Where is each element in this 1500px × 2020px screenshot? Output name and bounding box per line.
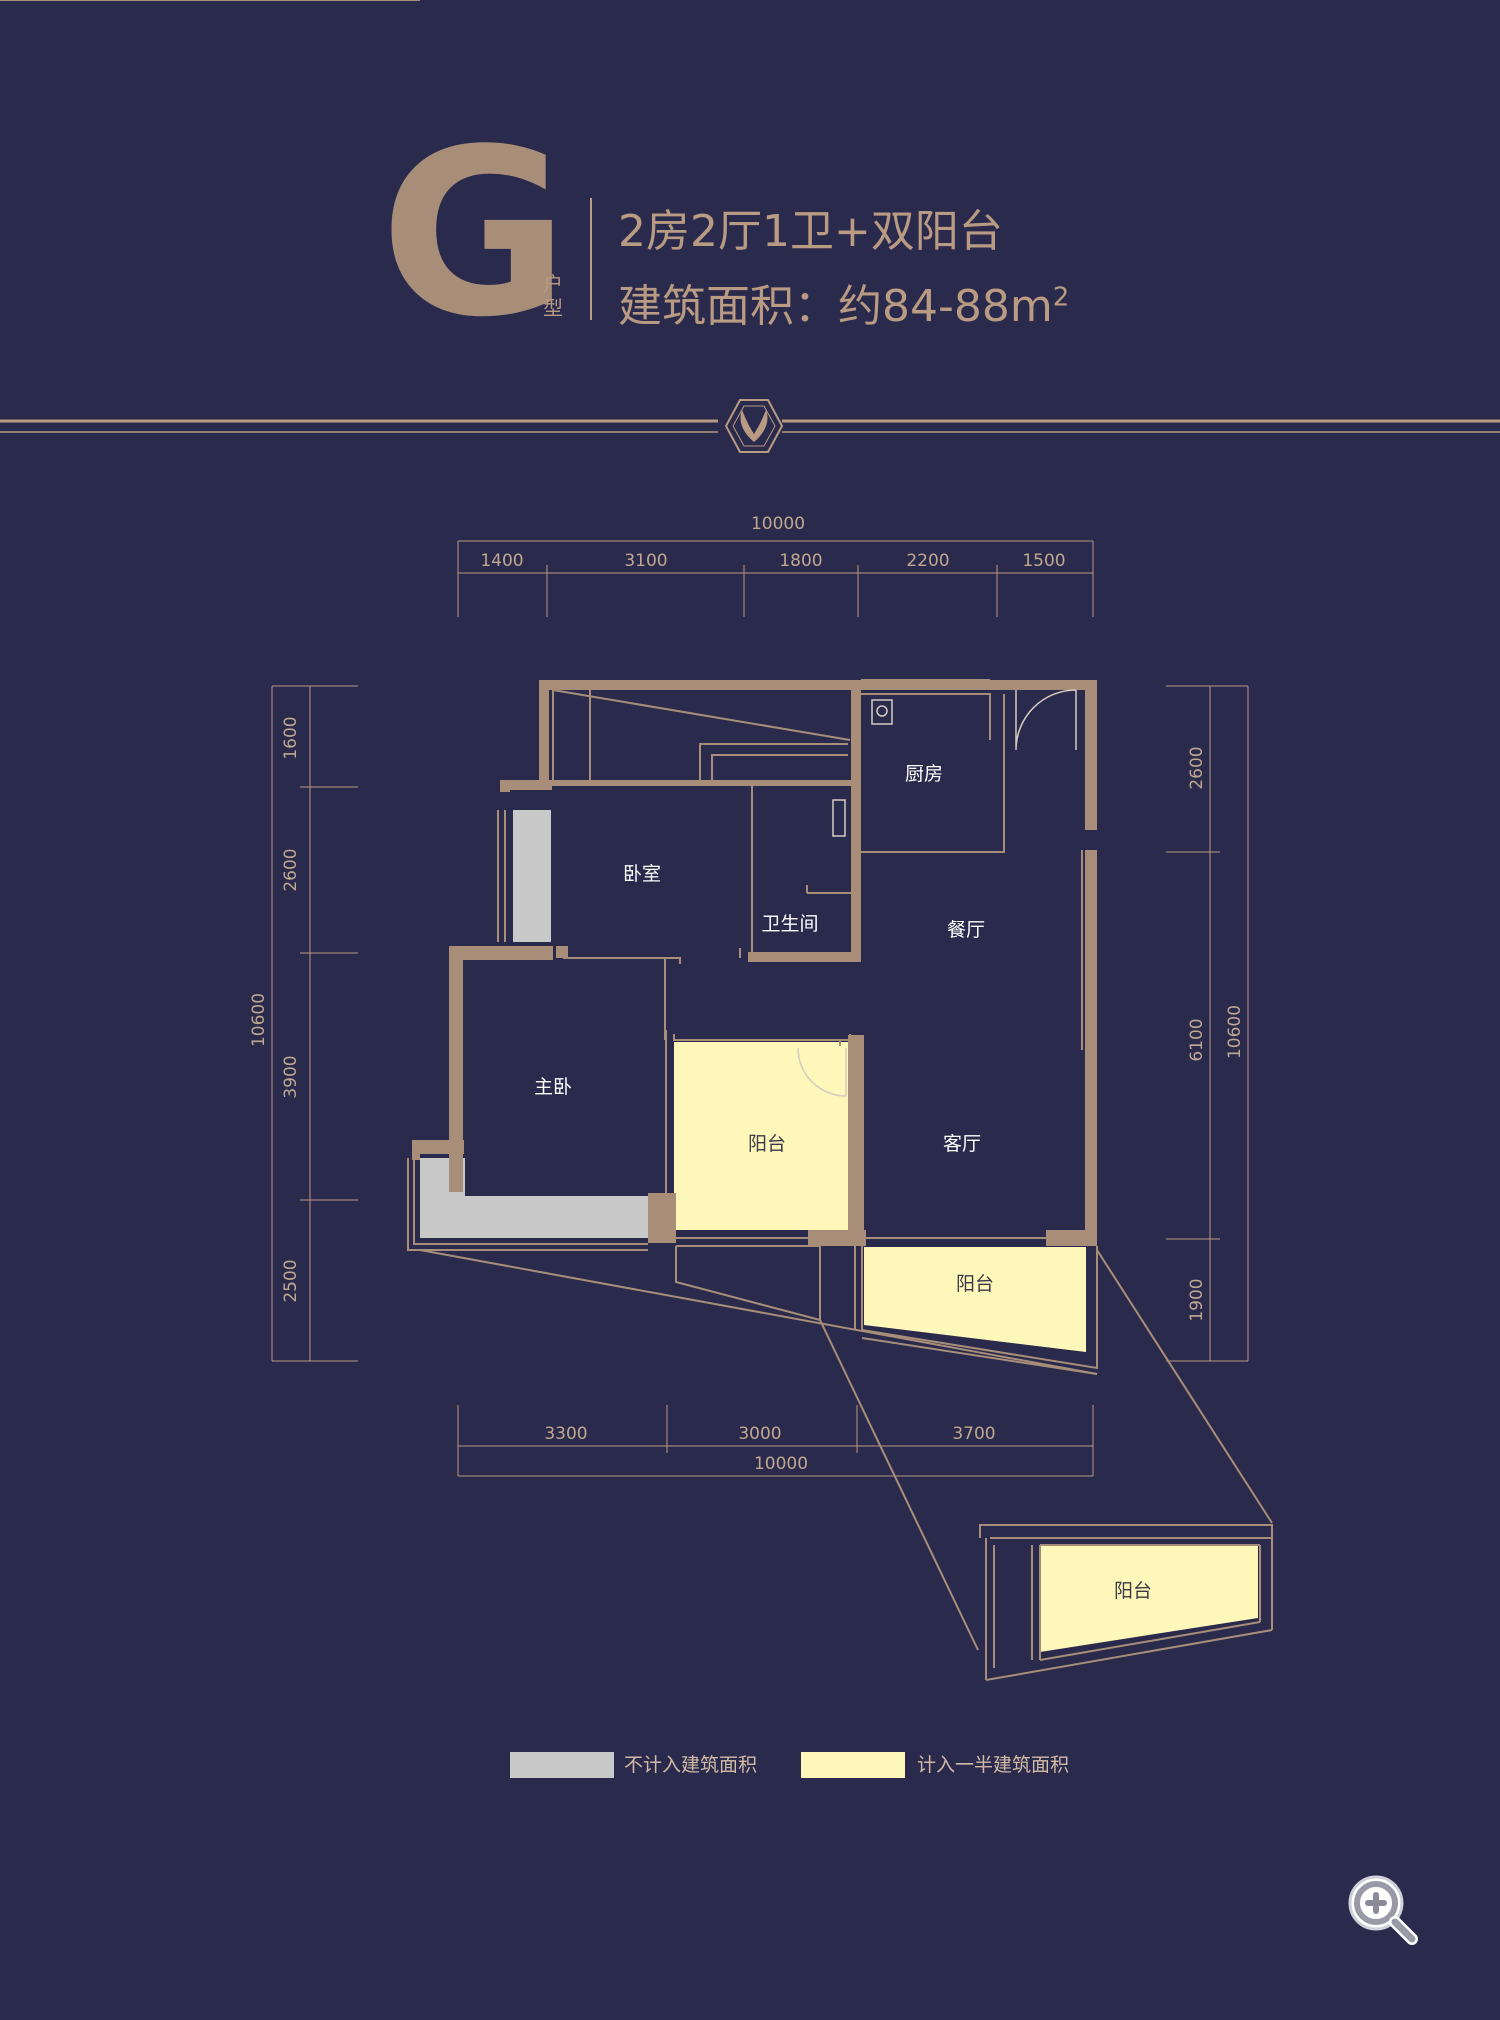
dimension-right: [1166, 685, 1249, 1362]
room-label-bathroom: 卫生间: [761, 913, 818, 935]
dim-left-1: 1600: [281, 716, 301, 759]
room-label-balcony-1: 阳台: [748, 1133, 786, 1155]
dim-top-4: 2200: [906, 551, 949, 571]
room-label-balcony-2: 阳台: [956, 1273, 994, 1295]
unit-tag: 户型: [543, 272, 563, 320]
dim-left-total: 10600: [249, 993, 269, 1047]
balcony-detail-fill: [1040, 1545, 1258, 1652]
area-line: 建筑面积：约84-88m2: [618, 270, 1069, 334]
thin-lines: [0, 0, 1273, 1651]
dim-bottom-total: 10000: [754, 1454, 808, 1474]
excluded-area-bay-window-master: [420, 1158, 648, 1238]
unit-letter: G: [380, 101, 569, 368]
dim-right-total: 10600: [1225, 1005, 1245, 1059]
legend-swatch-half-area: [801, 1752, 905, 1778]
walls: [412, 680, 1097, 1246]
dim-top-2: 3100: [624, 551, 667, 571]
dim-right-1: 2600: [1187, 746, 1207, 789]
dim-bottom-1: 3300: [544, 1424, 587, 1444]
room-label-master-bedroom: 主卧: [534, 1076, 572, 1098]
dim-bottom-3: 3700: [952, 1424, 995, 1444]
dimension-left: [271, 685, 358, 1362]
area-fills: [420, 810, 1258, 1652]
dim-left-3: 3900: [281, 1055, 301, 1098]
area-unit-sup: 2: [1052, 282, 1070, 313]
balcony-1-fill: [674, 1042, 850, 1230]
dim-bottom-2: 3000: [738, 1424, 781, 1444]
room-label-living: 客厅: [943, 1133, 981, 1155]
room-label-balcony-detail: 阳台: [1114, 1580, 1152, 1602]
title-divider: [590, 198, 592, 320]
room-label-bedroom: 卧室: [623, 863, 661, 885]
zoom-in-icon: [1348, 1875, 1418, 1945]
layout-title: 2房2厅1卫+双阳台: [618, 206, 1003, 257]
dim-left-2: 2600: [281, 848, 301, 891]
balcony-detail-outline: [979, 1524, 1273, 1681]
legend: 不计入建筑面积 计入一半建筑面积: [510, 1752, 1069, 1778]
legend-label-half-area: 计入一半建筑面积: [917, 1754, 1069, 1776]
wings-emblem-icon: [724, 399, 784, 453]
legend-label-excluded: 不计入建筑面积: [624, 1754, 757, 1776]
dim-right-3: 1900: [1187, 1278, 1207, 1321]
dimension-bottom: [457, 1405, 1094, 1477]
dim-top-3: 1800: [779, 551, 822, 571]
legend-swatch-excluded: [510, 1752, 614, 1778]
dim-top-5: 1500: [1022, 551, 1065, 571]
dim-top-total: 10000: [751, 514, 805, 534]
zoom-in-button[interactable]: [1344, 1872, 1420, 1948]
room-label-dining: 餐厅: [947, 919, 985, 941]
excluded-area-bay-window: [513, 810, 551, 942]
room-label-kitchen: 厨房: [905, 763, 943, 785]
dim-top-1: 1400: [480, 551, 523, 571]
header-rule: [0, 419, 1500, 433]
dim-left-4: 2500: [281, 1259, 301, 1302]
dimension-top: [457, 540, 1094, 617]
balcony-2-fill: [864, 1247, 1086, 1352]
area-label: 建筑面积：约84-88m: [618, 281, 1053, 332]
dim-right-2: 6100: [1187, 1018, 1207, 1061]
doors: [797, 689, 1077, 1097]
